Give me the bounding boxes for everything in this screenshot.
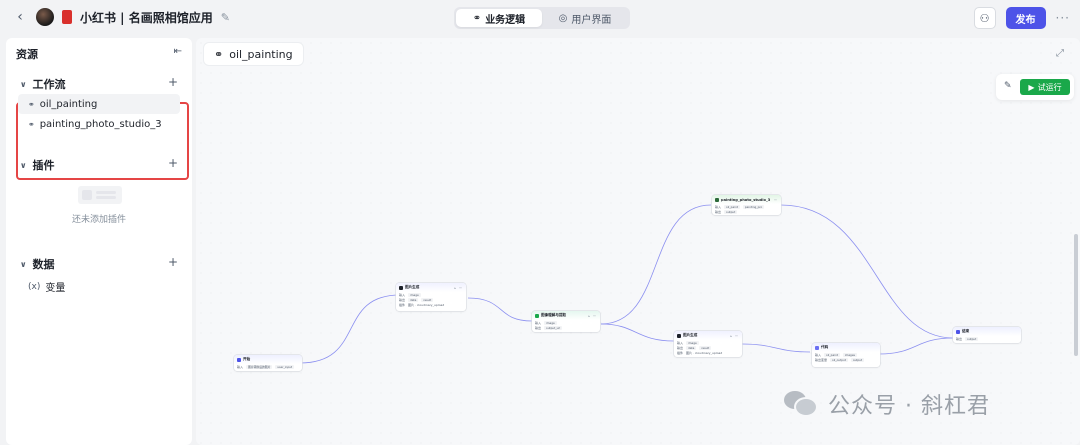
header-actions: ⚇ 发布 ··· — [973, 7, 1070, 29]
more-icon[interactable]: ··· — [1055, 11, 1070, 25]
edge-plugin-a-llm — [467, 297, 533, 322]
sidebar-item-oil-painting[interactable]: ⚭ oil_painting — [18, 94, 180, 114]
sidebar-item-variable[interactable]: (x) 变量 — [28, 281, 66, 295]
plugin-icon — [399, 285, 403, 290]
workflow-icon: ⚭ — [214, 47, 224, 61]
edge-code-end — [879, 337, 954, 355]
node-end[interactable]: 结束 输出 output — [953, 327, 1021, 343]
wechat-icon — [784, 391, 820, 417]
publish-button[interactable]: 发布 — [1005, 7, 1046, 29]
wand-icon[interactable]: ✎ — [1004, 81, 1012, 91]
add-data-icon[interactable]: + — [167, 255, 178, 269]
section-data[interactable]: ∨ 数据 — [20, 258, 55, 271]
tab-user-interface[interactable]: ◎ 用户界面 — [558, 12, 612, 26]
workflow-edges — [299, 204, 954, 364]
node-start[interactable]: 开始 输入 图片转换后的图片 user_input — [234, 355, 302, 371]
workflow-icon: ⚭ — [28, 119, 35, 129]
workflow-icon — [715, 197, 719, 202]
chevron-down-icon: ∨ — [20, 79, 27, 89]
start-icon — [237, 357, 241, 362]
workflow-canvas[interactable]: 开始 输入 图片转换后的图片 user_input 图片生成 ▸ ⋯ 输入 im… — [196, 38, 1080, 445]
chevron-down-icon: ∨ — [20, 259, 27, 269]
test-run-button[interactable]: ▶ 试运行 — [1020, 79, 1070, 95]
sidebar-item-painting-photo-studio[interactable]: ⚭ painting_photo_studio_3 — [28, 118, 162, 130]
edge-workflow-end — [780, 204, 954, 339]
section-workflow[interactable]: ∨ 工作流 — [20, 78, 66, 91]
section-plugin[interactable]: ∨ 插件 — [20, 159, 55, 172]
node-plugin-b[interactable]: 图片生成 ▸ ⋯ 输入 image 输出 data result 插件 图片 ·… — [674, 331, 742, 357]
fullscreen-icon[interactable]: ⤢ — [1056, 48, 1064, 59]
run-panel: ✎ ▶ 试运行 — [996, 74, 1074, 100]
add-workflow-icon[interactable]: + — [167, 75, 178, 89]
node-menu-icon[interactable]: ▸ ⋯ — [454, 285, 463, 290]
end-icon — [956, 329, 960, 334]
edge-llm-plugin-b — [600, 323, 675, 342]
sidebar-title: 资源 — [16, 48, 38, 61]
app-title: 小红书 | 名画照相馆应用 — [80, 10, 213, 25]
add-plugin-icon[interactable]: + — [167, 156, 178, 170]
code-icon — [815, 345, 819, 350]
edge-llm-workflow — [600, 204, 712, 325]
red-book-icon — [62, 10, 72, 24]
node-image-understanding[interactable]: 图像理解与提取 ▸ ⋯ 输入 image 输出 output_url — [532, 311, 600, 332]
edit-icon[interactable]: ✎ — [220, 11, 230, 24]
edge-plugin-b-code — [741, 343, 811, 353]
collapse-sidebar-icon[interactable]: ⇤ — [173, 46, 182, 57]
back-arrow-icon[interactable]: ‹ — [17, 9, 23, 25]
top-bar: ‹ 小红书 | 名画照相馆应用 ✎ ⚭ 业务逻辑 ◎ 用户界面 ⚇ 发布 ··· — [0, 0, 1080, 36]
variable-icon: (x) — [28, 281, 41, 292]
watermark: 公众号 · 斜杠君 — [784, 388, 990, 420]
empty-plugin-illustration — [78, 186, 122, 204]
node-plugin-a[interactable]: 图片生成 ▸ ⋯ 输入 image 输出 data result 插件 图片 ·… — [396, 283, 466, 311]
node-menu-icon[interactable]: ▸ ⋯ — [588, 313, 597, 318]
canvas-scrollbar[interactable] — [1074, 234, 1078, 356]
llm-icon — [535, 313, 539, 318]
workflow-icon: ⚭ — [472, 12, 482, 24]
node-code[interactable]: 代码 输入 oil_paint images 输出变量 oil_output o… — [812, 343, 880, 367]
canvas-workflow-tab[interactable]: ⚭ oil_painting — [204, 43, 303, 65]
play-icon: ▶ — [1028, 82, 1035, 92]
app-header: ‹ 小红书 | 名画照相馆应用 ✎ — [12, 8, 233, 26]
edge-start-plugin-a — [299, 294, 401, 364]
resource-sidebar: 资源 ⇤ ∨ 工作流 + ⚭ oil_painting ⚭ painting_p… — [6, 38, 192, 445]
workflow-icon: ⚭ — [28, 99, 35, 109]
canvas-grid — [196, 38, 1080, 445]
mode-switch: ⚭ 业务逻辑 ◎ 用户界面 — [454, 7, 630, 29]
node-menu-icon[interactable]: ⋯ — [774, 197, 778, 202]
node-sub-workflow[interactable]: painting_photo_studio_3 ⋯ 输入 oil_paint p… — [712, 195, 781, 215]
tab-business-logic[interactable]: ⚭ 业务逻辑 — [456, 9, 542, 27]
empty-plugin-text: 还未添加插件 — [71, 215, 126, 225]
palette-icon: ◎ — [558, 12, 568, 24]
node-menu-icon[interactable]: ▸ ⋯ — [730, 333, 739, 338]
chevron-down-icon: ∨ — [20, 160, 27, 170]
collaborators-button[interactable]: ⚇ — [973, 7, 996, 29]
plugin-icon — [677, 333, 681, 338]
users-icon: ⚇ — [979, 11, 990, 25]
app-avatar — [36, 8, 54, 26]
